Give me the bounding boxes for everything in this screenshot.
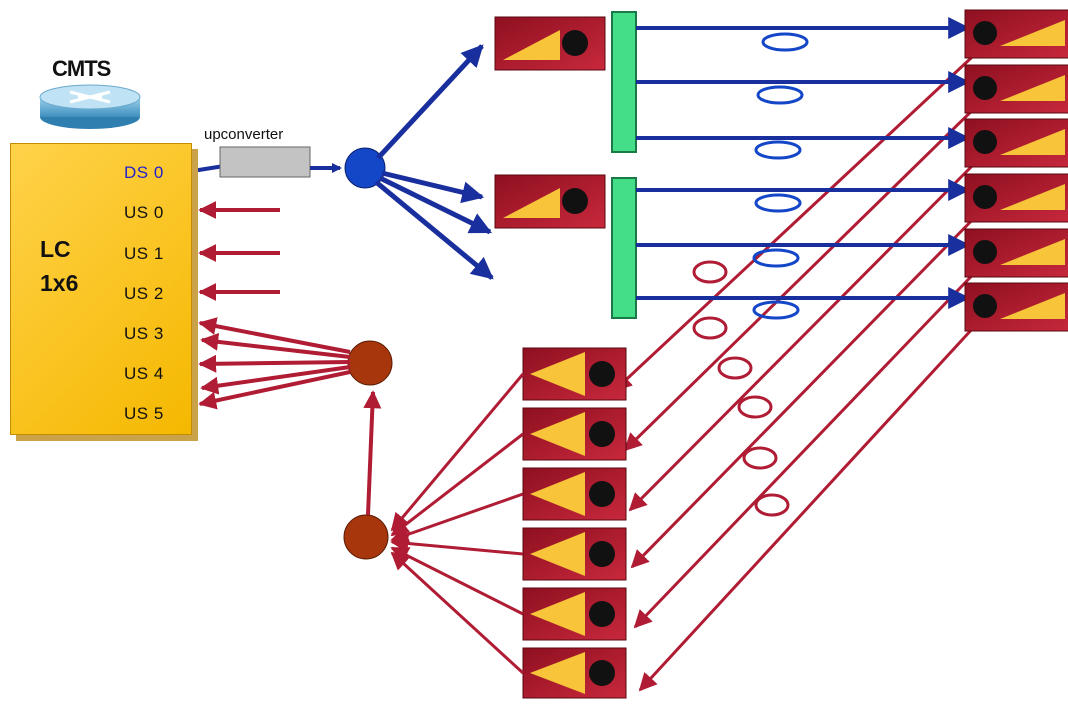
port-ds0: DS 0 [124,163,164,182]
us-short-lines [198,201,280,301]
us-fibers [613,43,987,692]
linecard-title-line2: 1x6 [40,270,79,296]
port-us1: US 1 [124,244,164,263]
splitter-icon [347,340,393,386]
coil-icon [692,260,790,517]
ds-fibers [636,17,971,309]
receiver-nodes [522,347,627,699]
ds0-line [185,164,225,174]
router-icon [39,84,141,129]
port-us0: US 0 [124,203,164,222]
cmts-label: CMTS [52,56,111,81]
splitter-icon [344,147,386,189]
right-nodes [964,9,1068,332]
us-receiver-lines [390,373,525,675]
fiber-node-icon [494,174,606,229]
ds-fanout [374,44,494,280]
port-us3: US 3 [124,324,164,343]
port-us5: US 5 [124,404,164,423]
combiner-icon [611,177,637,319]
upconverter-label: upconverter [204,126,284,143]
fiber-node-icon [494,16,606,71]
us-up-line [363,390,382,516]
linecard-box [10,143,192,435]
port-us4: US 4 [124,364,164,383]
upconverter-icon [219,146,311,178]
linecard-title-line1: LC [40,236,71,262]
us-lc-lines [198,317,351,410]
port-us2: US 2 [124,284,164,303]
combiner-icon [611,11,637,153]
splitter-icon [343,514,389,560]
coil-icon [752,32,809,320]
linecard-title: LC 1x6 [40,232,78,300]
